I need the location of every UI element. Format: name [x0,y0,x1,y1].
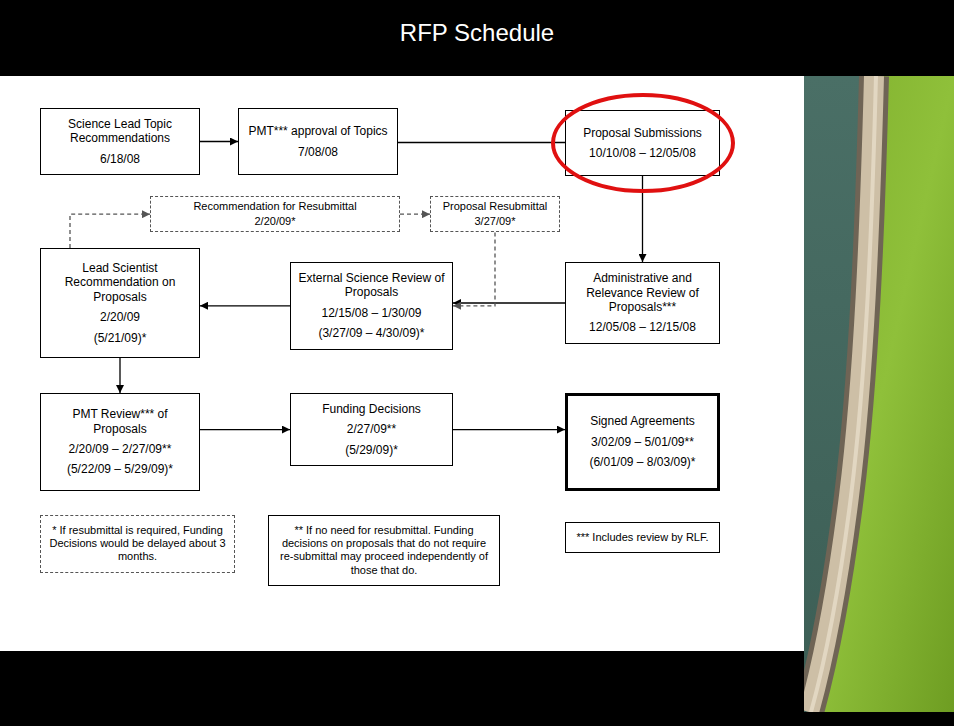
process-box: PMT Review*** of Proposals 2/20/09 – 2/27… [40,393,200,491]
box-heading: * If resubmittal is required, Funding De… [47,524,228,564]
box-date: 2/27/09** [347,422,396,436]
box-date: 3/27/09* [475,215,516,228]
process-box: Proposal Submissions 10/10/08 – 12/05/08 [565,110,720,176]
box-date: (5/29/09)* [345,443,398,457]
levee-road [809,76,874,712]
flow-arrow [398,142,565,143]
process-box: Lead Scientist Recommendation on Proposa… [40,248,200,358]
flow-arrow [642,176,643,262]
box-date: 12/05/08 – 12/15/08 [589,320,696,334]
slide-title: RFP Schedule [0,19,954,47]
flow-arrow [200,429,290,430]
dashed-connector [70,214,150,248]
box-heading: Signed Agreements [590,414,695,428]
dashed-connector [400,214,430,215]
levee-photo [804,76,954,712]
box-heading: Funding Decisions [322,402,421,416]
flow-arrow [200,141,238,142]
box-date: (5/22/09 – 5/29/09)* [67,462,173,476]
optional-step-box: Recommendation for Resubmittal 2/20/09* [150,196,400,232]
box-heading: PMT*** approval of Topics [248,124,387,138]
levee-rocks [809,76,874,712]
box-date: 2/20/09 [100,310,140,324]
process-box: Funding Decisions 2/27/09** (5/29/09)* [290,393,453,466]
footnote-box: * If resubmittal is required, Funding De… [40,515,235,573]
process-box: Science Lead Topic Recommendations 6/18/0… [40,108,200,175]
box-heading: Lead Scientist Recommendation on Proposa… [47,261,193,304]
footnote-box: *** Includes review by RLF. [565,522,720,553]
box-heading: Administrative and Relevance Review of P… [572,271,713,314]
box-date: (5/21/09)* [94,331,147,345]
box-heading: PMT Review*** of Proposals [47,407,193,436]
box-heading: Proposal Resubmittal [443,200,548,213]
box-heading: Recommendation for Resubmittal [193,200,356,213]
box-heading: Science Lead Topic Recommendations [47,117,193,146]
process-box: PMT*** approval of Topics 7/08/08 [238,108,398,175]
flow-arrow [119,358,120,393]
box-heading: *** Includes review by RLF. [576,531,708,544]
footnote-box: ** If no need for resubmittal. Funding d… [268,515,500,586]
process-box: Administrative and Relevance Review of P… [565,262,720,344]
box-heading: ** If no need for resubmittal. Funding d… [275,524,493,577]
process-box: External Science Review of Proposals 12/1… [290,262,453,350]
flow-arrow [453,302,565,303]
water-green [809,76,954,712]
highlight-ellipse [553,95,733,191]
water-left [804,76,954,712]
box-heading: External Science Review of Proposals [297,271,446,300]
box-date: (3/27/09 – 4/30/09)* [318,326,424,340]
box-date: (6/01/09 – 8/03/09)* [589,455,695,469]
levee-track [811,76,876,712]
box-date: 3/02/09 – 5/01/09** [591,435,694,449]
final-step-box: Signed Agreements 3/02/09 – 5/01/09** (6/0… [565,393,720,491]
box-date: 2/20/09 – 2/27/09** [69,442,172,456]
box-date: 12/15/08 – 1/30/09 [321,306,421,320]
box-date: 6/18/08 [100,152,140,166]
box-date: 2/20/09* [255,215,296,228]
flow-arrow [200,305,290,306]
box-date: 7/08/08 [298,145,338,159]
box-heading: Proposal Submissions [583,126,702,140]
dashed-connector [453,232,495,305]
box-date: 10/10/08 – 12/05/08 [589,146,696,160]
flow-arrow [453,429,565,430]
optional-step-box: Proposal Resubmittal 3/27/09* [430,196,560,232]
